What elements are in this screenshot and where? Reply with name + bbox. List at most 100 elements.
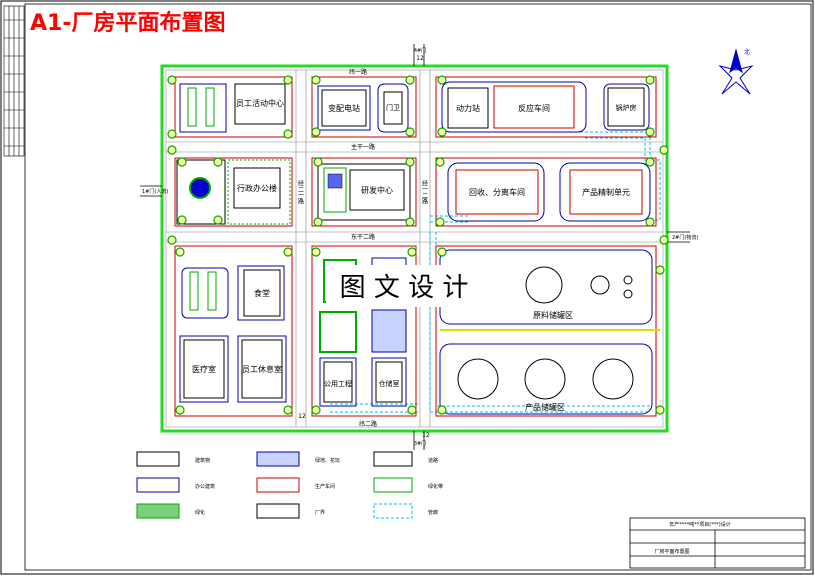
sheet-title: A1-厂房平面布置图 (30, 10, 225, 36)
tree-symbol (311, 405, 321, 415)
building-admin (233, 167, 281, 209)
road-south-label: 纬二路 (359, 420, 377, 428)
tree-symbol (283, 247, 293, 257)
road-v1-label: 经二一路 (297, 179, 304, 205)
tree-symbol (437, 247, 447, 257)
label-staff-activity: 员工活动中心 (236, 98, 284, 108)
legend-label-5: 生产车间 (315, 483, 335, 490)
building-recovery (455, 169, 539, 215)
legend-label-8: 厂界 (315, 510, 325, 516)
title-block-drawing: 厂房平面布置图 (654, 548, 689, 555)
tree-symbol (313, 157, 323, 167)
raw-tank-1 (525, 266, 563, 304)
tree-symbol (655, 265, 665, 275)
title-block-project: 年产****吨**项目(***)设计 (669, 521, 730, 528)
building-power (447, 87, 489, 129)
site-boundary (160, 64, 669, 433)
green-plot-2 (181, 267, 229, 319)
block-rnd (311, 157, 417, 227)
legend-label-2: 绿地、花坛 (315, 457, 340, 464)
tree-symbol (437, 75, 447, 85)
south-gate-label: 3#门 (414, 440, 426, 447)
legend-swatch-5 (256, 477, 300, 493)
tree-symbol (407, 405, 417, 415)
tree-symbol (645, 217, 655, 227)
plot-refine (559, 162, 651, 222)
block-living (174, 245, 293, 417)
overlay-bg (326, 265, 482, 307)
overlay-text: 图 文 设 计 (340, 273, 469, 303)
plot-gate (377, 83, 409, 133)
block-distribution (311, 76, 417, 138)
building-canteen (243, 269, 281, 317)
building-staff-activity (234, 83, 286, 125)
label-power: 动力站 (456, 103, 480, 113)
compass-label: 北 (744, 48, 750, 56)
road-middle1-label: 主干一路 (351, 143, 375, 151)
tree-symbol (405, 75, 415, 85)
east-gate-label: 2#门(物流) (672, 234, 698, 241)
product-tank-area (439, 343, 653, 415)
plot-recovery (447, 162, 545, 222)
legend-swatch-2 (256, 451, 300, 467)
label-reaction: 反应车间 (518, 103, 550, 113)
building-infirmary (183, 339, 225, 399)
tree-symbol (407, 247, 417, 257)
north-gate-label: 4#门 (414, 47, 426, 54)
tree-symbol (405, 157, 415, 167)
legend-swatch-1 (136, 451, 180, 467)
plot-utility (319, 357, 357, 407)
raw-tank-2 (590, 275, 610, 295)
tree-symbol (177, 215, 187, 225)
legend-label-3: 道路 (428, 457, 438, 464)
legend: 建筑物 绿地、花坛 道路 办公建筑 生产车间 绿化带 绿化 厂界 管廊 (136, 451, 443, 519)
raw-tank-3 (623, 275, 633, 285)
block-utility (311, 245, 417, 417)
legend-swatch-8 (256, 503, 300, 519)
plot-canteen (237, 265, 285, 321)
road-v2-label: 经一二路 (421, 179, 428, 205)
compass (718, 48, 754, 95)
plot-distribution (317, 85, 371, 131)
label-admin: 行政办公楼 (237, 183, 277, 193)
tree-symbol (405, 217, 415, 227)
building-refine (569, 169, 643, 215)
building-distribution (321, 89, 367, 127)
block-recovery (435, 157, 657, 227)
tree-symbol (405, 127, 415, 137)
plot-infirmary (179, 335, 229, 403)
legend-swatch-7 (136, 503, 180, 519)
product-tank-1 (457, 358, 499, 400)
label-recovery: 回收、分离车间 (469, 187, 525, 197)
label-gate: 门卫 (386, 103, 400, 112)
pool-rnd (327, 173, 343, 189)
tree-symbol (167, 75, 177, 85)
block-reaction (435, 76, 657, 138)
tree-symbol (311, 75, 321, 85)
raw-tank-4 (623, 289, 633, 299)
building-utility (323, 361, 353, 403)
building-boiler (607, 87, 645, 127)
tree-symbol (167, 129, 177, 139)
gate-marks (140, 44, 690, 450)
pool-utility (371, 309, 407, 353)
product-tank-3 (592, 358, 634, 400)
legend-swatch-3 (373, 451, 413, 467)
plaza (176, 159, 226, 225)
site-inner-line (165, 69, 664, 428)
plot-warehouse (371, 357, 407, 407)
tree-symbol (175, 247, 185, 257)
green-hatch-1 (187, 87, 215, 127)
legend-swatch-9 (373, 503, 413, 519)
left-margin-grid (3, 5, 25, 157)
number-12-south: 12 (422, 432, 430, 439)
inner-border (24, 3, 812, 571)
tree-symbol (313, 217, 323, 227)
fountain (189, 177, 211, 199)
tree-symbol (283, 405, 293, 415)
building-reaction (493, 85, 575, 129)
tree-symbol (437, 405, 447, 415)
green-rnd (323, 167, 347, 213)
tree-symbol (645, 75, 655, 85)
